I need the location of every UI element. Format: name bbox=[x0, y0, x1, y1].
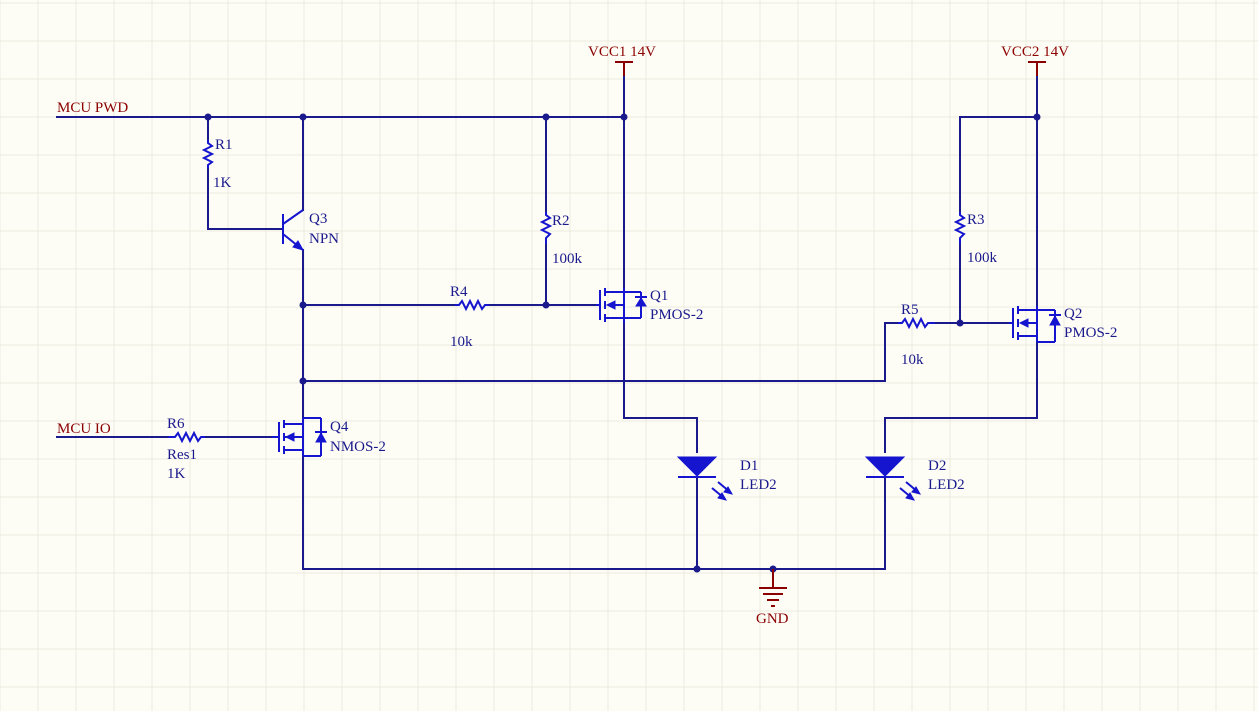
wire bbox=[302, 322, 899, 382]
resistor-r1: R1 1K bbox=[201, 137, 233, 191]
wire bbox=[207, 167, 284, 230]
resistor-r4: R4 10k bbox=[450, 284, 489, 350]
r4-designator: R4 bbox=[450, 284, 468, 300]
resistor-r6: R6 Res1 1K bbox=[167, 416, 205, 482]
junction-dot bbox=[1033, 113, 1041, 121]
mcu-io-label: MCU IO bbox=[57, 421, 111, 437]
junction-dot bbox=[542, 113, 550, 121]
q1-type: PMOS-2 bbox=[650, 307, 703, 323]
d1-type: LED2 bbox=[740, 477, 777, 493]
junction-dot bbox=[956, 319, 964, 327]
r1-value: 1K bbox=[213, 175, 232, 191]
junctions bbox=[204, 113, 1041, 573]
resistor-r5: R5 10k bbox=[898, 302, 935, 368]
vcc2-port: VCC2 14V bbox=[1001, 44, 1069, 76]
q3-designator: Q3 bbox=[309, 211, 327, 227]
resistor-r3: R3 100k bbox=[953, 212, 998, 266]
r4-value: 10k bbox=[450, 334, 473, 350]
mosfet-q2: Q2 PMOS-2 bbox=[1009, 306, 1117, 343]
wires bbox=[56, 61, 1038, 570]
transistor-q3: Q3 NPN bbox=[282, 209, 339, 251]
r3-value: 100k bbox=[967, 250, 998, 266]
q1-designator: Q1 bbox=[650, 288, 668, 304]
vcc1-port: VCC1 14V bbox=[588, 44, 656, 76]
led-d2: D2 LED2 bbox=[864, 456, 965, 501]
junction-dot bbox=[204, 113, 212, 121]
r2-designator: R2 bbox=[552, 213, 570, 229]
q3-type: NPN bbox=[309, 231, 339, 247]
r1-designator: R1 bbox=[215, 137, 233, 153]
gnd-port: GND bbox=[756, 569, 789, 627]
r6-value: 1K bbox=[167, 466, 186, 482]
q4-type: NMOS-2 bbox=[330, 439, 386, 455]
mcu-pwd-label: MCU PWD bbox=[57, 100, 128, 116]
q2-designator: Q2 bbox=[1064, 306, 1082, 322]
d2-type: LED2 bbox=[928, 477, 965, 493]
junction-dot bbox=[299, 113, 307, 121]
r5-value: 10k bbox=[901, 352, 924, 368]
vcc1-label: VCC1 14V bbox=[588, 44, 656, 60]
wire bbox=[884, 341, 1038, 453]
r6-comment: Res1 bbox=[167, 447, 197, 463]
mosfet-q4: Q4 NMOS-2 bbox=[272, 417, 386, 457]
resistor-r2: R2 100k bbox=[539, 212, 583, 267]
wire-gnd-rail bbox=[302, 455, 886, 570]
r3-designator: R3 bbox=[967, 212, 985, 228]
gnd-label: GND bbox=[756, 611, 789, 627]
d1-designator: D1 bbox=[740, 458, 758, 474]
r2-value: 100k bbox=[552, 251, 583, 267]
led-d1: D1 LED2 bbox=[676, 456, 777, 501]
q2-type: PMOS-2 bbox=[1064, 325, 1117, 341]
junction-dot bbox=[299, 301, 307, 309]
r6-designator: R6 bbox=[167, 416, 185, 432]
q4-designator: Q4 bbox=[330, 419, 349, 435]
r5-designator: R5 bbox=[901, 302, 919, 318]
d2-designator: D2 bbox=[928, 458, 946, 474]
junction-dot bbox=[299, 377, 307, 385]
junction-dot bbox=[542, 301, 550, 309]
junction-dot bbox=[620, 113, 628, 121]
wire bbox=[623, 322, 698, 453]
vcc2-label: VCC2 14V bbox=[1001, 44, 1069, 60]
mosfet-q1: Q1 PMOS-2 bbox=[596, 288, 703, 323]
junction-dot bbox=[693, 565, 701, 573]
